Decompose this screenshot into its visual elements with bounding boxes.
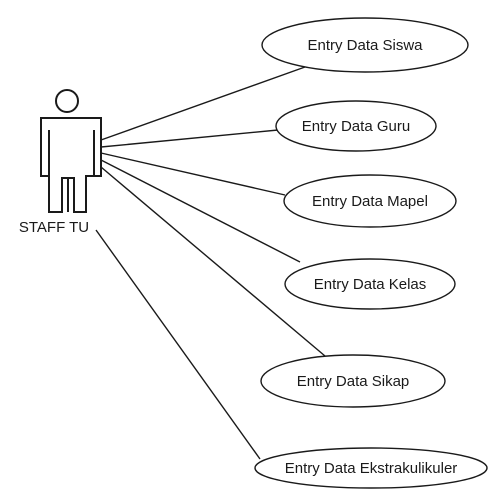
use-case-label: Entry Data Sikap: [297, 373, 410, 390]
associations: [95, 66, 326, 460]
use-case-label: Entry Data Kelas: [314, 276, 427, 293]
use-case-ellipse: [260, 354, 446, 408]
actor-figure: [40, 89, 102, 213]
use-case-ellipse: [261, 17, 469, 73]
use-case-ekstrakulikuler: Entry Data Ekstrakulikuler: [254, 447, 488, 489]
use-case-label: Entry Data Ekstrakulikuler: [285, 460, 458, 477]
association-line-siswa: [100, 66, 306, 141]
actor-name: STAFF TU: [19, 219, 89, 236]
use-case-ellipse: [275, 100, 437, 152]
use-case-siswa: Entry Data Siswa: [261, 17, 469, 73]
use-case-guru: Entry Data Guru: [275, 100, 437, 152]
association-line-sikap: [100, 166, 326, 357]
use-case-mapel: Entry Data Mapel: [283, 174, 457, 228]
use-case-ellipse: [284, 258, 456, 310]
association-line-guru: [100, 129, 279, 148]
actor-body: [40, 117, 102, 213]
use-case-label: Entry Data Siswa: [307, 37, 423, 54]
use-case-sikap: Entry Data Sikap: [260, 354, 446, 408]
actor-head: [55, 89, 79, 113]
use-case-ellipse: [283, 174, 457, 228]
association-line-ekstrakulikuler: [95, 229, 261, 460]
use-case-kelas: Entry Data Kelas: [284, 258, 456, 310]
use-case-label: Entry Data Mapel: [312, 193, 428, 210]
use-case-ellipse: [254, 447, 488, 489]
use-case-label: Entry Data Guru: [302, 118, 410, 135]
association-line-mapel: [100, 152, 286, 196]
association-line-kelas: [100, 159, 301, 263]
